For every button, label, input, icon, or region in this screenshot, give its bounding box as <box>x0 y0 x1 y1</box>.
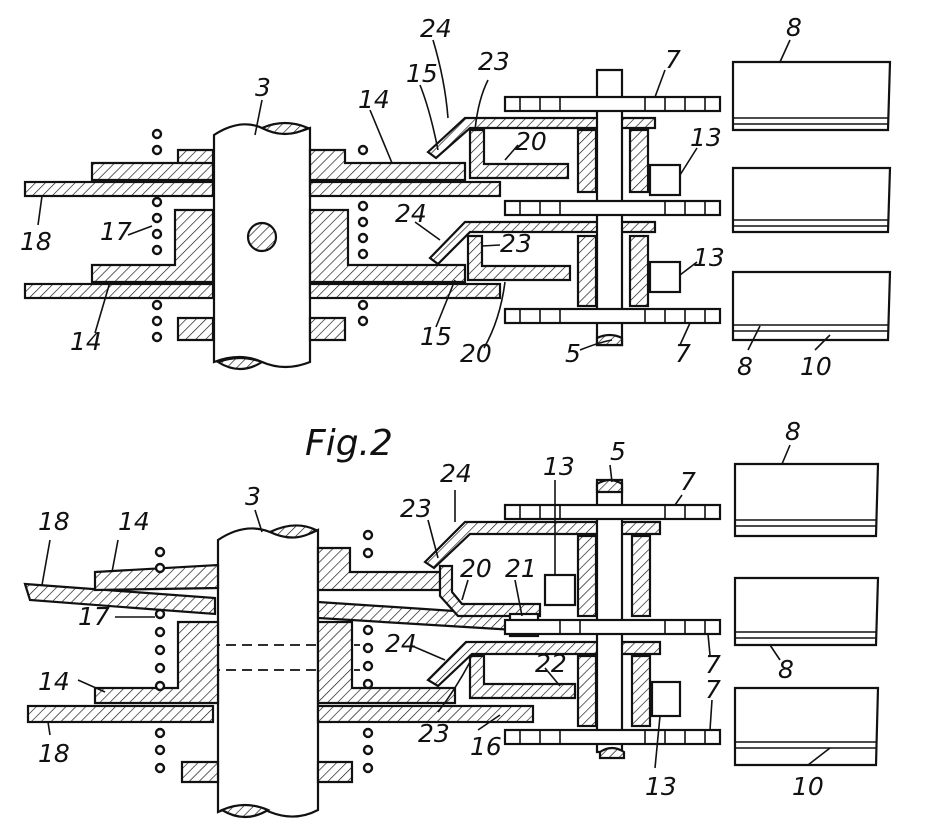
block-13-upper <box>648 163 682 197</box>
label-13: 13 <box>645 772 677 801</box>
label-3: 3 <box>245 482 261 511</box>
label-13: 13 <box>693 243 725 272</box>
label-22: 22 <box>535 649 567 678</box>
rail-18-bottom-left <box>23 282 215 300</box>
label-15: 15 <box>406 59 438 88</box>
label-7: 7 <box>705 675 721 704</box>
leader-lines <box>37 39 831 769</box>
pin-hole <box>246 221 278 253</box>
block-13-fig2-lower <box>650 680 682 718</box>
rail-18-top-left <box>23 180 215 198</box>
label-14: 14 <box>358 85 390 114</box>
block-13-lower <box>648 260 682 294</box>
label-8: 8 <box>737 352 753 381</box>
sleeve-14-bottom <box>90 208 467 284</box>
cassettes-8-upper <box>731 60 892 342</box>
label-14: 14 <box>70 327 102 356</box>
spring-17-lower <box>154 529 374 774</box>
label-23: 23 <box>418 719 450 748</box>
latch-24-lower <box>428 220 657 266</box>
bracket-20-fig2 <box>438 564 542 618</box>
label-18: 18 <box>20 227 52 256</box>
label-5: 5 <box>610 437 626 466</box>
plate-7-set-upper <box>503 95 722 325</box>
label-7: 7 <box>665 45 681 74</box>
label-23: 23 <box>500 229 532 258</box>
label-14: 14 <box>38 667 70 696</box>
label-5: 5 <box>565 339 581 368</box>
label-10: 10 <box>792 772 824 801</box>
label-24: 24 <box>440 459 472 488</box>
label-3: 3 <box>255 73 271 102</box>
label-10: 10 <box>800 352 832 381</box>
label-24: 24 <box>395 199 427 228</box>
label-23: 23 <box>400 494 432 523</box>
label-20: 20 <box>515 127 547 156</box>
label-8: 8 <box>778 655 794 684</box>
label-13: 13 <box>690 123 722 152</box>
label-18: 18 <box>38 739 70 768</box>
rail-18-tilted <box>23 582 217 616</box>
label-18: 18 <box>38 507 70 536</box>
bracket-20-lower <box>466 234 572 282</box>
label-8: 8 <box>785 417 801 446</box>
shaft-3-lower <box>216 527 320 818</box>
label-17: 17 <box>100 217 132 246</box>
label-7: 7 <box>680 467 696 496</box>
label-8: 8 <box>786 13 802 42</box>
sleeve-14-top <box>90 148 467 182</box>
rail-18-bottom <box>26 704 215 724</box>
fig2-assembly <box>23 462 880 819</box>
bracket-22-fig2 <box>468 654 577 700</box>
block-13-fig2-upper <box>543 573 577 607</box>
label-16: 16 <box>470 732 502 761</box>
label-14: 14 <box>118 507 150 536</box>
fig1-assembly <box>23 60 892 371</box>
label-17: 17 <box>78 602 110 631</box>
label-15: 15 <box>420 322 452 351</box>
label-24: 24 <box>420 14 452 43</box>
label-13: 13 <box>543 452 575 481</box>
label-21: 21 <box>505 554 537 583</box>
label-24: 24 <box>385 629 417 658</box>
label-20: 20 <box>460 554 492 583</box>
label-7: 7 <box>675 339 691 368</box>
figure-caption: Fig.2 <box>305 423 393 464</box>
plate-7-set-lower <box>503 503 722 746</box>
label-23: 23 <box>478 47 510 76</box>
bracket-20-upper <box>468 128 570 180</box>
spring-17-upper <box>151 128 369 343</box>
label-7: 7 <box>705 650 721 679</box>
cassettes-8-lower <box>733 462 880 767</box>
label-20: 20 <box>460 339 492 368</box>
